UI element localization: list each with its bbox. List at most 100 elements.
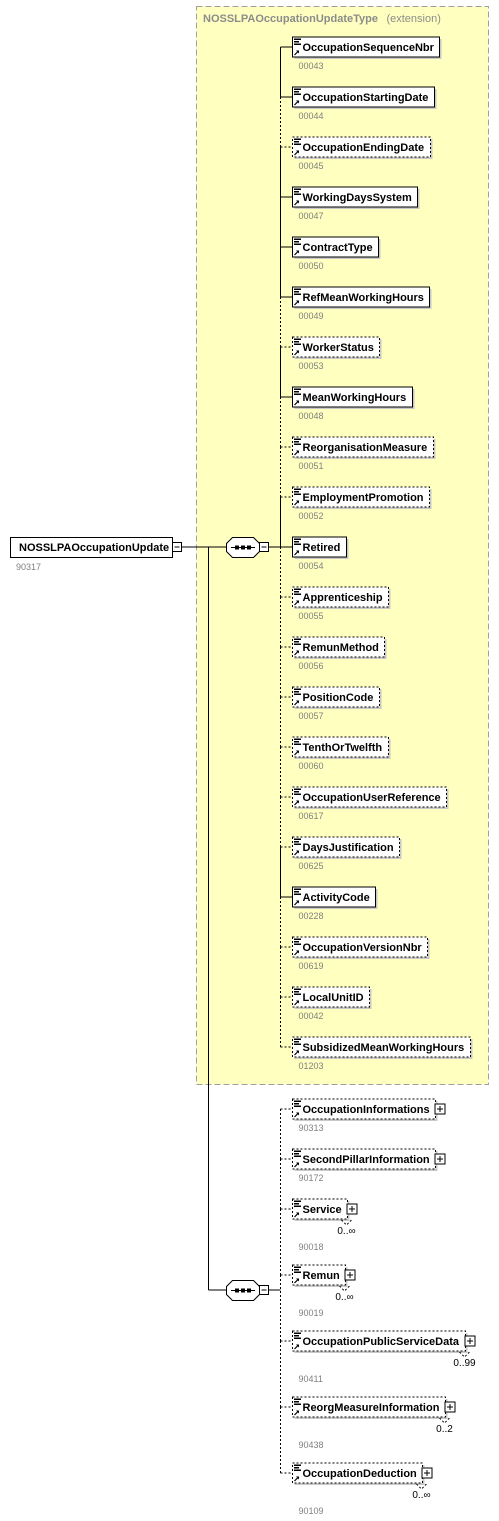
schema-element-label: PositionCode	[303, 692, 374, 704]
documentation-lines-icon	[294, 588, 301, 595]
plus-box-icon[interactable]	[434, 1153, 446, 1165]
documentation-lines-icon	[294, 638, 301, 645]
documentation-lines-icon	[294, 488, 301, 495]
plus-box-icon[interactable]	[346, 1203, 358, 1215]
schema-element-label: OccupationVersionNbr	[303, 942, 423, 954]
schema-element-label: LocalUnitID	[303, 992, 364, 1004]
documentation-lines-icon	[294, 688, 301, 695]
reference-arrow-icon	[294, 1410, 299, 1416]
plus-box-icon[interactable]	[421, 1467, 433, 1479]
documentation-lines-icon	[294, 738, 301, 745]
documentation-lines-icon	[294, 1200, 301, 1207]
schema-element-code: 00045	[299, 161, 324, 171]
reference-arrow-icon	[294, 850, 299, 856]
reference-arrow-icon	[294, 1112, 299, 1118]
schema-element-label: EmploymentPromotion	[303, 492, 424, 504]
schema-element-code: 90411	[299, 1374, 323, 1384]
schema-element-code: 90019	[299, 1308, 324, 1318]
reference-arrow-icon	[294, 200, 299, 206]
schema-element-code: 90109	[299, 1506, 324, 1516]
schema-element-label: RefMeanWorkingHours	[303, 292, 424, 304]
documentation-lines-icon	[294, 888, 301, 895]
schema-element-code: 01203	[299, 1061, 324, 1071]
schema-element-label: ActivityCode	[303, 892, 370, 904]
plus-box-icon[interactable]	[344, 1269, 356, 1281]
plus-box-icon[interactable]	[444, 1401, 456, 1413]
schema-element-label: OccupationInformations	[303, 1104, 430, 1116]
schema-element-code: 00052	[299, 511, 324, 521]
documentation-lines-icon	[294, 188, 301, 195]
schema-element-label: SecondPillarInformation	[303, 1154, 430, 1166]
reference-arrow-icon	[294, 350, 299, 356]
schema-element-label: WorkerStatus	[303, 342, 374, 354]
documentation-lines-icon	[294, 338, 301, 345]
collapse-icon[interactable]	[259, 542, 269, 552]
schema-element-daysjustification[interactable]: DaysJustification 00625	[292, 836, 402, 871]
schema-element-code: 00050	[299, 261, 324, 271]
schema-element-code: 00625	[299, 861, 324, 871]
reference-arrow-icon	[294, 450, 299, 456]
root-element-label: NOSSLPAOccupationUpdate	[19, 542, 169, 554]
schema-element-label: Apprenticeship	[303, 592, 383, 604]
schema-element-code: 00042	[299, 1011, 324, 1021]
documentation-lines-icon	[294, 1150, 301, 1157]
reference-arrow-icon	[294, 150, 299, 156]
schema-element-label: OccupationStartingDate	[303, 92, 429, 104]
documentation-lines-icon	[294, 438, 301, 445]
schema-element-label: DaysJustification	[303, 842, 394, 854]
cardinality-label: 0..2	[436, 1424, 453, 1435]
schema-element-occupationversionnbr[interactable]: OccupationVersionNbr 00619	[292, 936, 430, 971]
schema-element-refmeanworkinghours[interactable]: RefMeanWorkingHours 00049	[292, 286, 432, 321]
documentation-lines-icon	[294, 38, 301, 45]
documentation-lines-icon	[294, 1398, 301, 1405]
schema-element-employmentpromotion[interactable]: EmploymentPromotion 00052	[292, 486, 432, 521]
root-element[interactable]: NOSSLPAOccupationUpdate	[10, 537, 182, 558]
plus-box-icon[interactable]	[434, 1103, 446, 1115]
schema-element-localunitid[interactable]: LocalUnitID 00042	[292, 986, 372, 1021]
reference-arrow-icon	[294, 100, 299, 106]
reference-arrow-icon	[294, 300, 299, 306]
schema-element-code: 00049	[299, 311, 324, 321]
reference-arrow-icon	[294, 950, 299, 956]
plus-box-icon[interactable]	[464, 1335, 476, 1347]
schema-element-code: 00619	[299, 961, 324, 971]
schema-element-label: MeanWorkingHours	[303, 392, 407, 404]
cardinality-label: 0..∞	[335, 1292, 353, 1303]
schema-element-label: Service	[303, 1204, 342, 1216]
sequence-compositor-icon	[226, 1280, 260, 1301]
documentation-lines-icon	[294, 1266, 301, 1273]
root-connectors	[182, 546, 226, 1291]
schema-element-label: Retired	[303, 542, 341, 554]
reference-arrow-icon	[294, 500, 299, 506]
schema-element-code: 00060	[299, 761, 324, 771]
documentation-lines-icon	[294, 238, 301, 245]
documentation-lines-icon	[294, 1332, 301, 1339]
documentation-lines-icon	[294, 838, 301, 845]
collapse-icon[interactable]	[259, 1285, 269, 1295]
schema-element-label: OccupationSequenceNbr	[303, 42, 435, 54]
documentation-lines-icon	[294, 1464, 301, 1471]
